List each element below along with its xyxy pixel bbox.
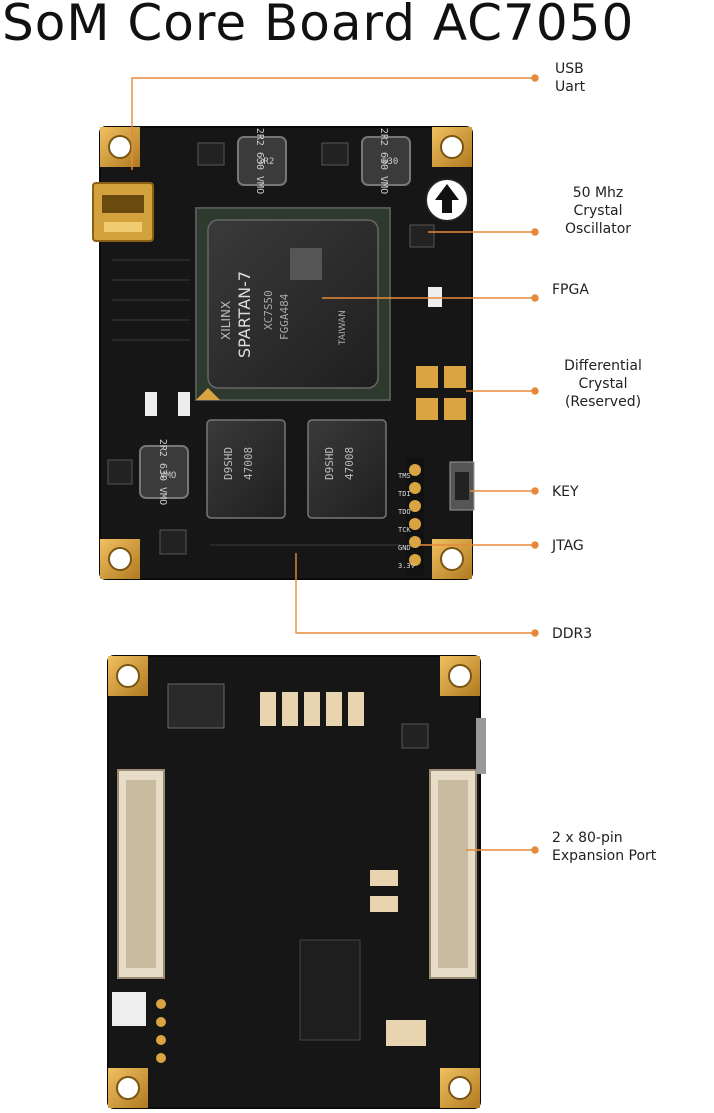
callout-usb-uart: USB Uart xyxy=(555,61,586,95)
leader-lines xyxy=(131,74,539,854)
jtag-pin-3: TCK xyxy=(398,526,411,534)
callout-50mhz-crystal: 50 Mhz Crystal Oscillator xyxy=(564,185,632,237)
svg-text:2R2 630 VMO: 2R2 630 VMO xyxy=(254,128,265,194)
arrow-logo xyxy=(425,178,469,222)
callout-expansion-port: 2 x 80-pin Expansion Port xyxy=(552,830,657,864)
ddr-label-2: D9SHD xyxy=(323,447,336,480)
jtag-pads xyxy=(406,458,424,576)
ddr3-chips: D9SHD 47008 D9SHD 47008 xyxy=(206,419,387,519)
inductor-code-2: 630 xyxy=(382,157,398,167)
ddr-label-1: D9SHD xyxy=(222,447,235,480)
inductor-code-3: VMO xyxy=(160,471,176,481)
fpga-brand: XILINX xyxy=(219,301,233,340)
inductor-code-1: 2R2 xyxy=(258,157,274,167)
callout-ddr3: DDR3 xyxy=(552,626,593,642)
callout-fpga: FPGA xyxy=(552,282,589,298)
jtag-pin-5: TDI xyxy=(398,490,411,498)
bottom-board xyxy=(107,655,486,1109)
ddr-code-2: 47008 xyxy=(343,447,356,480)
fpga-origin: TAIWAN xyxy=(338,310,348,346)
small-components-top xyxy=(107,142,442,555)
expansion-connectors xyxy=(117,769,477,979)
fpga-package: FGGA484 xyxy=(278,293,291,340)
page-title: SoM Core Board AC7050 xyxy=(2,0,635,52)
ddr-code-1: 47008 xyxy=(242,447,255,480)
fpga-chip: XILINX SPARTAN-7 XC7S50 FGGA484 TAIWAN xyxy=(195,207,391,401)
jtag-pin-6: TMS xyxy=(398,472,411,480)
jtag-pin-4: TDO xyxy=(398,508,411,516)
svg-text:2R2 630 VMO: 2R2 630 VMO xyxy=(378,128,389,194)
smd-components-bottom xyxy=(112,683,486,1063)
top-board: 2R2 630 VMO 2R2 630 VMO 2R2 630 VMO xyxy=(92,126,475,580)
fpga-part: XC7S50 xyxy=(262,290,275,330)
differential-crystal-pads xyxy=(416,366,466,420)
svg-text:2R2 630 VMO: 2R2 630 VMO xyxy=(157,439,168,505)
callout-key: KEY xyxy=(552,484,579,500)
fpga-family: SPARTAN-7 xyxy=(235,271,254,358)
silkscreen-traces xyxy=(112,259,400,546)
callout-differential-crystal: Differential Crystal (Reserved) xyxy=(564,358,642,410)
jtag-pin-1: 3.3V xyxy=(398,562,416,570)
callout-jtag: JTAG xyxy=(552,538,584,554)
inductors-top: 2R2 630 VMO 2R2 630 VMO 2R2 630 VMO xyxy=(139,128,411,505)
usb-connector xyxy=(92,182,154,242)
key-switch xyxy=(449,461,475,511)
jtag-pin-2: GND xyxy=(398,544,411,552)
